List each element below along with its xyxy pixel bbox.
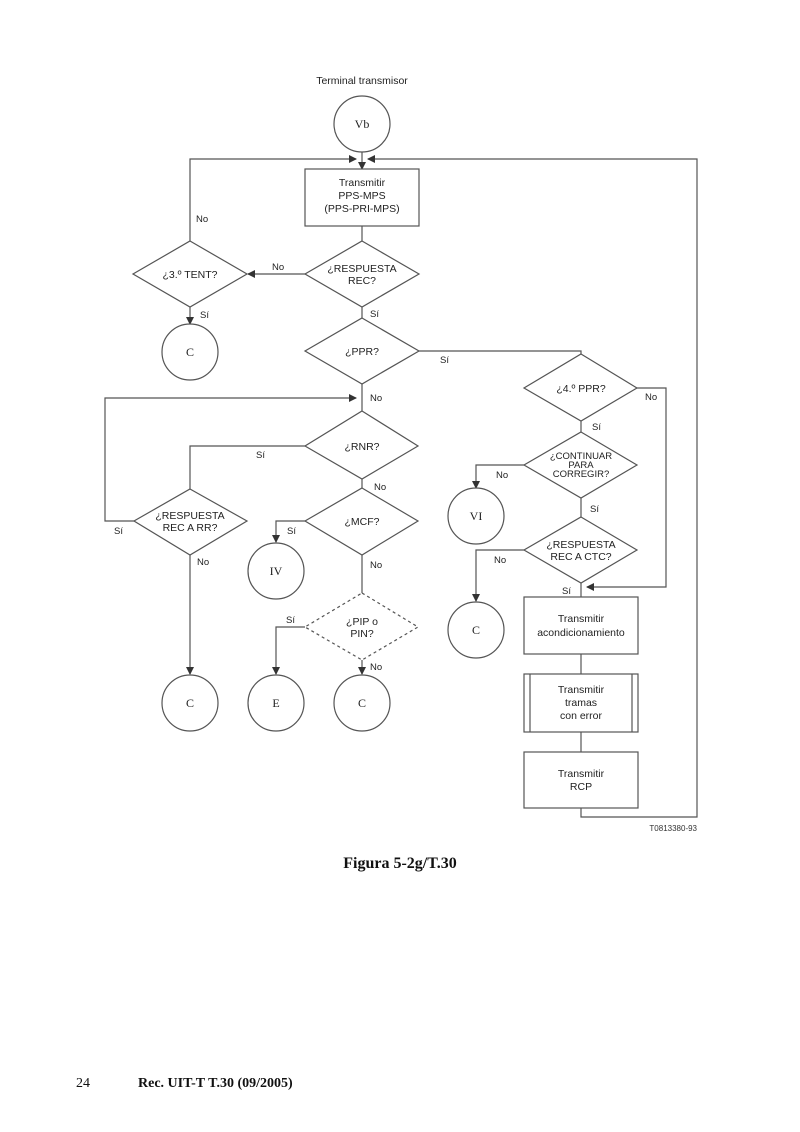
connector-c: C xyxy=(161,674,219,732)
svg-text:Transmitir: Transmitir xyxy=(558,768,605,780)
decision-response-ctc: ¿RESPUESTA REC A CTC? xyxy=(522,516,639,584)
label-yes: Sí xyxy=(440,355,449,366)
decision-mcf: ¿MCF? xyxy=(303,487,420,556)
svg-text:REC A CTC?: REC A CTC? xyxy=(550,551,611,563)
connector-e: E xyxy=(247,674,305,732)
svg-text:PIN?: PIN? xyxy=(350,628,374,640)
decision-response-rec: ¿RESPUESTA REC? xyxy=(303,240,421,308)
svg-text:tramas: tramas xyxy=(565,697,597,709)
connector-line xyxy=(272,520,305,543)
svg-text:E: E xyxy=(272,696,279,710)
svg-text:¿RESPUESTA: ¿RESPUESTA xyxy=(546,539,615,551)
document-reference: Rec. UIT-T T.30 (09/2005) xyxy=(138,1076,293,1091)
svg-text:¿RESPUESTA: ¿RESPUESTA xyxy=(155,510,224,522)
svg-text:PARA: PARA xyxy=(568,460,594,471)
diagram-title: Terminal transmisor xyxy=(316,75,408,87)
connector-line xyxy=(272,626,305,675)
process-transmit-pps: Transmitir PPS-MPS (PPS-PRI-MPS) xyxy=(304,168,420,227)
label-yes: Sí xyxy=(287,526,296,537)
connector-iv: IV xyxy=(247,542,305,600)
label-yes: Sí xyxy=(592,422,601,433)
svg-text:VI: VI xyxy=(470,509,483,523)
figure-code: T0813380-93 xyxy=(649,824,697,833)
loop-line-left xyxy=(189,155,357,241)
svg-text:¿4.º PPR?: ¿4.º PPR? xyxy=(556,383,606,395)
connector-line xyxy=(472,464,524,489)
svg-text:¿RNR?: ¿RNR? xyxy=(344,441,379,453)
decision-pip-pin: ¿PIP o PIN? xyxy=(303,592,420,661)
connector-line xyxy=(472,549,524,602)
label-no: No xyxy=(494,555,506,566)
svg-text:¿PIP o: ¿PIP o xyxy=(346,616,378,628)
svg-text:Transmitir: Transmitir xyxy=(558,684,605,696)
label-yes: Sí xyxy=(562,586,571,597)
connector-line xyxy=(419,350,582,354)
loop-line-rr xyxy=(104,394,357,522)
label-no: No xyxy=(645,392,657,403)
label-no: No xyxy=(272,262,284,273)
decision-response-rr: ¿RESPUESTA REC A RR? xyxy=(132,488,249,556)
label-no: No xyxy=(374,482,386,493)
svg-text:RCP: RCP xyxy=(570,781,592,793)
svg-text:¿3.º TENT?: ¿3.º TENT? xyxy=(163,269,218,281)
label-no: No xyxy=(370,662,382,673)
label-yes: Sí xyxy=(286,615,295,626)
connector-c: C xyxy=(333,674,391,732)
process-transmit-rcp: Transmitir RCP xyxy=(523,751,639,809)
decision-rnr: ¿RNR? xyxy=(303,410,420,480)
connector-vi: VI xyxy=(447,487,505,545)
svg-text:PPS-MPS: PPS-MPS xyxy=(338,190,385,202)
svg-text:REC?: REC? xyxy=(348,275,376,287)
svg-text:IV: IV xyxy=(270,564,283,578)
label-no: No xyxy=(197,557,209,568)
page-number: 24 xyxy=(76,1076,90,1091)
label-yes: Sí xyxy=(370,309,379,320)
svg-text:¿RESPUESTA: ¿RESPUESTA xyxy=(327,263,396,275)
label-no: No xyxy=(370,393,382,404)
svg-text:CORREGIR?: CORREGIR? xyxy=(553,469,609,480)
connector-vb: Vb xyxy=(333,95,391,153)
svg-text:C: C xyxy=(186,345,194,359)
label-no: No xyxy=(196,214,208,225)
svg-text:¿CONTINUAR: ¿CONTINUAR xyxy=(550,451,612,462)
label-no: No xyxy=(496,470,508,481)
svg-text:con error: con error xyxy=(560,710,603,722)
svg-text:¿PPR?: ¿PPR? xyxy=(345,346,379,358)
label-yes: Sí xyxy=(114,526,123,537)
decision-continue-correct: ¿CONTINUAR PARA CORREGIR? xyxy=(522,431,639,499)
label-yes: Sí xyxy=(256,450,265,461)
label-yes: Sí xyxy=(590,504,599,515)
process-transmit-training: Transmitir acondicionamiento xyxy=(523,596,639,655)
connector-line xyxy=(586,387,667,591)
svg-text:Transmitir: Transmitir xyxy=(558,613,605,625)
loop-line-right xyxy=(367,155,698,818)
figure-caption: Figura 5-2g/T.30 xyxy=(343,855,457,872)
svg-text:REC A RR?: REC A RR? xyxy=(163,522,218,534)
svg-text:¿MCF?: ¿MCF? xyxy=(345,516,380,528)
svg-text:C: C xyxy=(186,696,194,710)
decision-fourth-ppr: ¿4.º PPR? xyxy=(522,353,639,422)
connector-line xyxy=(189,445,305,489)
svg-text:Vb: Vb xyxy=(355,117,370,131)
label-yes: Sí xyxy=(200,310,209,321)
flowchart: Terminal transmisor Vb Transmitir PPS-MP… xyxy=(104,75,698,833)
svg-text:C: C xyxy=(472,623,480,637)
process-transmit-error-frames: Transmitir tramas con error xyxy=(523,673,639,733)
svg-text:(PPS-PRI-MPS): (PPS-PRI-MPS) xyxy=(324,203,399,215)
connector-c: C xyxy=(447,601,505,659)
decision-ppr: ¿PPR? xyxy=(303,317,421,385)
label-no: No xyxy=(370,560,382,571)
svg-text:C: C xyxy=(358,696,366,710)
svg-text:acondicionamiento: acondicionamiento xyxy=(537,627,625,639)
decision-third-try: ¿3.º TENT? xyxy=(131,240,249,308)
svg-text:Transmitir: Transmitir xyxy=(339,177,386,189)
connector-c: C xyxy=(161,323,219,381)
